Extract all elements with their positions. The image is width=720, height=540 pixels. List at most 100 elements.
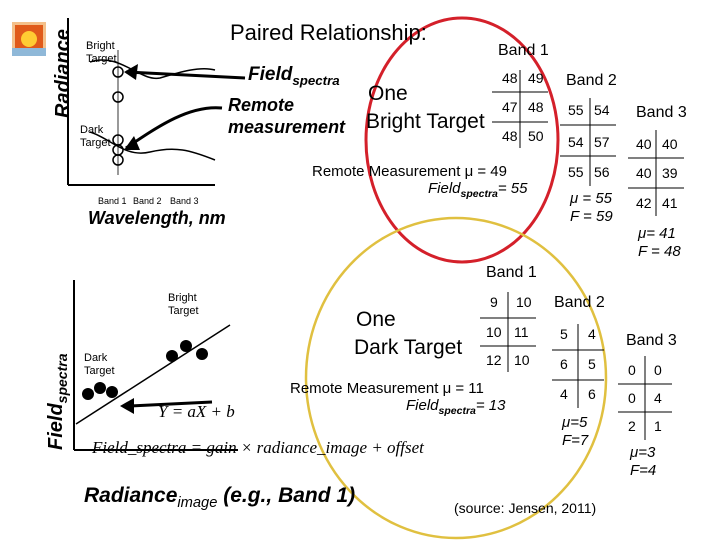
value-cell: 57 (594, 134, 610, 150)
bright-dot (196, 348, 208, 360)
dark-to-field-arrow (129, 400, 213, 408)
value-cell: 10 (514, 352, 530, 368)
value-cell: 50 (528, 128, 544, 144)
value-cell: 12 (486, 352, 502, 368)
dark-band3-f: F=4 (630, 462, 657, 479)
dark-band3-label: Band 3 (626, 332, 677, 349)
top-dark-label: Dark Target (80, 124, 111, 149)
bright-dot (166, 350, 178, 362)
value-cell: 4 (560, 386, 568, 402)
value-cell: 49 (528, 70, 544, 86)
value-cell: 40 (662, 136, 678, 152)
dark-band2-f: F=7 (562, 432, 589, 449)
dark-remote-measurement: Remote Measurement μ = 11 (290, 380, 484, 397)
value-cell: 6 (560, 356, 568, 372)
value-cell: 48 (502, 128, 518, 144)
dark-field-spectra: Fieldspectra= 13 (406, 397, 506, 417)
bright-heading-line1: One (368, 82, 408, 105)
band-tick-2: Band 2 (133, 196, 162, 206)
value-cell: 5 (560, 326, 568, 342)
bright-dot (180, 340, 192, 352)
bright-spectrum-curve (89, 59, 216, 80)
value-cell: 40 (636, 136, 652, 152)
page-title: Paired Relationship: (230, 20, 427, 45)
bottom-dark-label: Dark Target (84, 352, 115, 377)
value-cell: 48 (502, 70, 518, 86)
field-value: = 55 (497, 180, 528, 197)
value-cell: 11 (514, 324, 529, 340)
bright-band2-mu: μ = 55 (570, 190, 612, 207)
logo-graphic (12, 22, 46, 56)
remote-label-line2: measurement (228, 117, 346, 137)
bottom-x-axis-label: Radianceimage (e.g., Band 1) (84, 484, 355, 511)
bright-field-spectra: Fieldspectra= 55 (428, 180, 528, 200)
value-cell: 4 (654, 390, 662, 406)
value-cell: 42 (636, 195, 652, 211)
calibration-formula: Field_spectra = gain × radiance_image + … (92, 438, 424, 457)
value-cell: 47 (502, 99, 518, 115)
value-cell: 10 (486, 324, 502, 340)
value-cell: 40 (636, 165, 652, 181)
value-cell: 54 (568, 134, 584, 150)
source-citation: (source: Jensen, 2011) (454, 500, 597, 516)
value-cell: 2 (628, 418, 636, 434)
dark-target-ellipse (304, 216, 608, 540)
value-cell: 0 (654, 362, 662, 378)
dark-spectrum-curve (89, 131, 216, 161)
value-cell: 6 (588, 386, 596, 402)
bright-band2-f: F = 59 (570, 208, 613, 225)
dark-band3-mu: μ=3 (630, 444, 656, 461)
field-label-sub: spectra (292, 72, 340, 88)
top-bright-label: Bright Target (86, 40, 117, 65)
value-cell: 55 (568, 164, 584, 180)
remote-label-line1: Remote (228, 95, 295, 115)
bright-band3-f: F = 48 (638, 243, 681, 260)
value-cell: 9 (490, 294, 498, 310)
regression-line (75, 324, 231, 425)
dark-band1-label: Band 1 (486, 264, 537, 281)
field-spectra-arrow (125, 70, 246, 80)
dark-band2-label: Band 2 (554, 294, 605, 311)
x-label-tail: (e.g., Band 1) (217, 484, 356, 507)
value-cell: 39 (662, 165, 678, 181)
field-sub: spectra (460, 188, 498, 200)
field-spectra-label: Fieldspectra (248, 64, 340, 88)
value-cell: 4 (588, 326, 596, 342)
field-label-main: Field (248, 64, 293, 85)
value-cell: 10 (516, 294, 532, 310)
field-sub: spectra (438, 405, 476, 417)
value-cell: 5 (588, 356, 596, 372)
field-main: Field (428, 180, 461, 197)
band-tick-1: Band 1 (98, 196, 127, 206)
logo (12, 22, 46, 56)
value-cell: 48 (528, 99, 544, 115)
value-cell: 0 (628, 390, 636, 406)
bright-band3-mu: μ= 41 (638, 225, 676, 242)
bottom-bright-label: Bright Target (168, 292, 199, 317)
field-value: = 13 (475, 397, 506, 414)
x-label-main: Radiance (84, 484, 178, 507)
x-label-sub: image (177, 495, 218, 512)
remote-measurement-arrow (125, 106, 223, 150)
field-main: Field (406, 397, 439, 414)
bright-remote-measurement: Remote Measurement μ = 49 (312, 163, 507, 180)
value-cell: 54 (594, 102, 610, 118)
bright-heading-line2: Bright Target (366, 110, 485, 133)
dark-band2-mu: μ=5 (562, 414, 588, 431)
bright-target-ellipse (364, 16, 560, 264)
value-cell: 41 (662, 195, 678, 211)
value-cell: 56 (594, 164, 610, 180)
bright-band3-label: Band 3 (636, 104, 687, 121)
band-tick-3: Band 3 (170, 196, 199, 206)
dark-heading-line1: One (356, 308, 396, 331)
value-cell: 55 (568, 102, 584, 118)
value-cell: 0 (628, 362, 636, 378)
dark-heading-line2: Dark Target (354, 336, 463, 359)
dark-dot (106, 386, 118, 398)
top-x-axis-label: Wavelength, nm (88, 208, 226, 228)
